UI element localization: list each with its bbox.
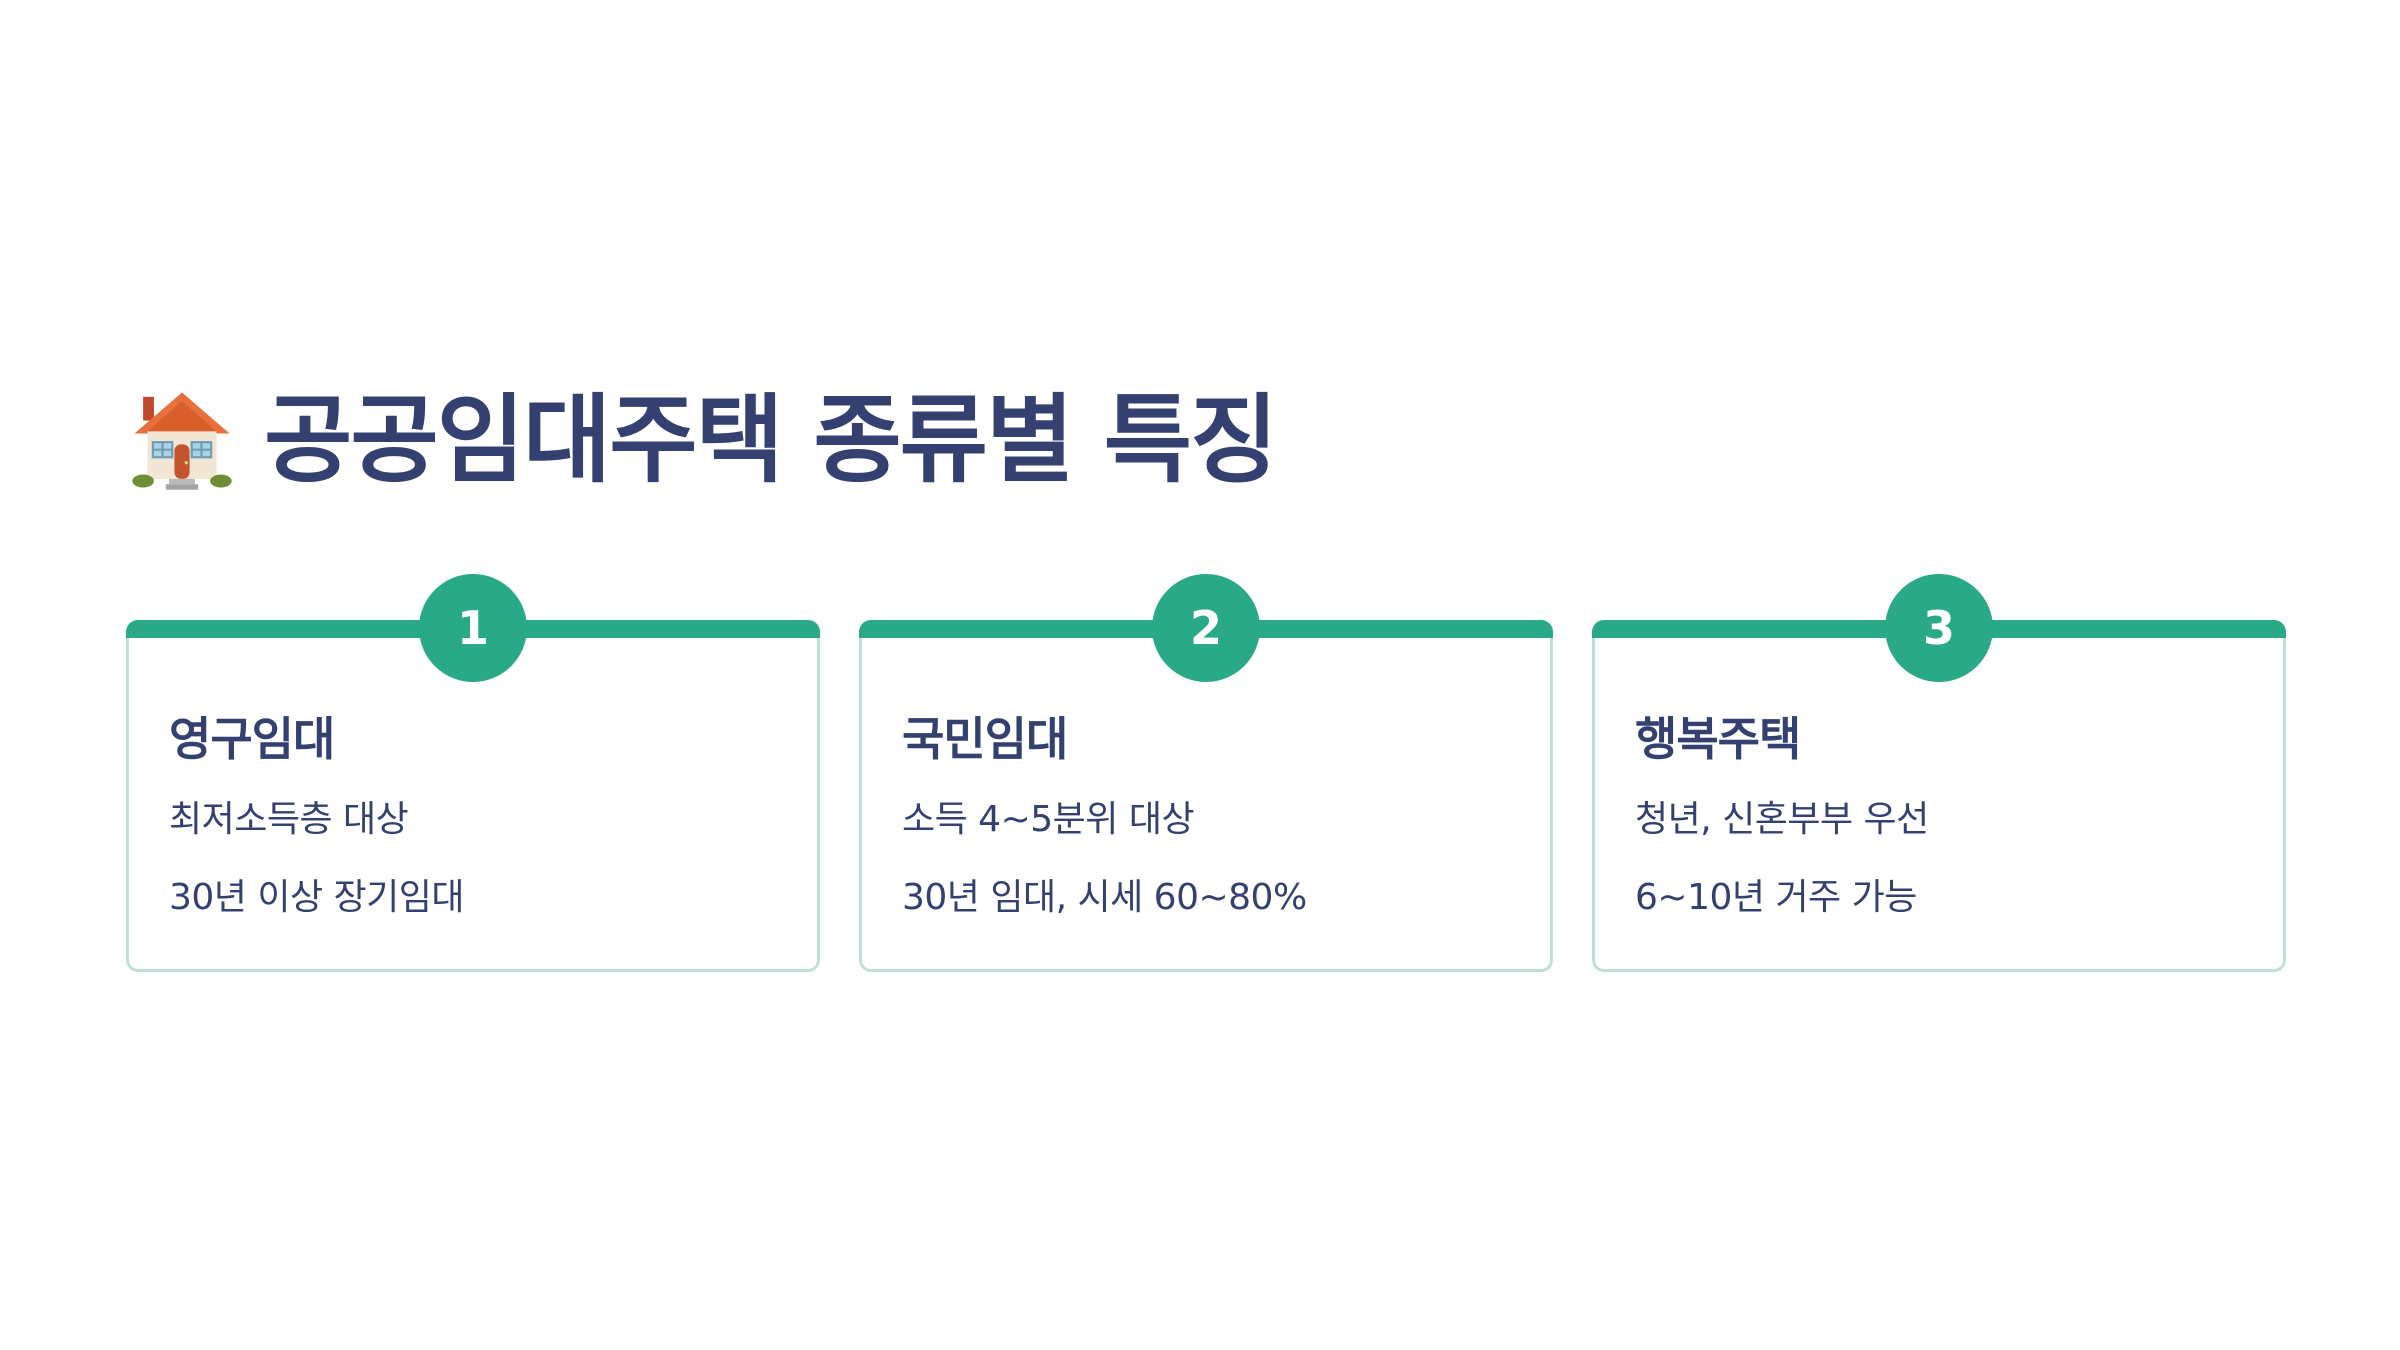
card-line: 최저소득층 대상	[169, 799, 409, 840]
card-line: 소득 4~5분위 대상	[902, 799, 1195, 840]
card-line: 30년 이상 장기임대	[169, 877, 465, 918]
card-number-badge: 3	[1885, 574, 1993, 682]
card-title: 행복주택	[1635, 712, 1801, 766]
card-line: 30년 임대, 시세 60~80%	[902, 877, 1307, 918]
page-title: 공공임대주택 종류별 특징	[128, 380, 1278, 500]
card-happy-housing: 3 행복주택 청년, 신혼부부 우선 6~10년 거주 가능	[1592, 574, 2286, 972]
card-line: 청년, 신혼부부 우선	[1635, 799, 1929, 840]
card-title: 국민임대	[902, 712, 1068, 766]
card-title: 영구임대	[169, 712, 335, 766]
card-permanent-rental: 1 영구임대 최저소득층 대상 30년 이상 장기임대	[126, 574, 820, 972]
card-number-badge: 2	[1152, 574, 1260, 682]
card-number-badge: 1	[419, 574, 527, 682]
card-national-rental: 2 국민임대 소득 4~5분위 대상 30년 임대, 시세 60~80%	[859, 574, 1553, 972]
card-line: 6~10년 거주 가능	[1635, 877, 1917, 918]
page-title-text: 공공임대주택 종류별 특징	[264, 384, 1278, 496]
house-icon	[132, 392, 232, 490]
